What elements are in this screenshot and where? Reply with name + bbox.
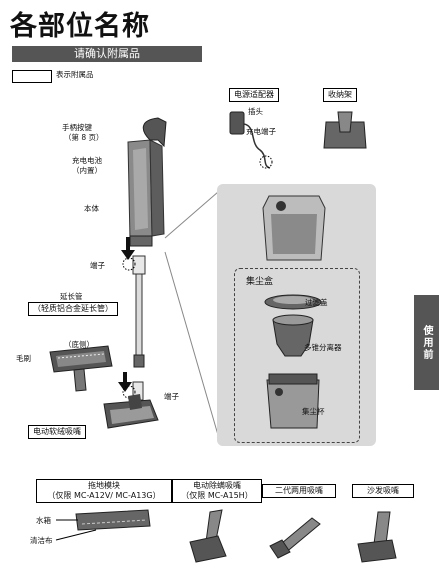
dust-box-label: 集尘盒: [246, 277, 274, 287]
vacuum-body-drawing: [127, 117, 167, 247]
plug-label: 插头: [248, 107, 263, 116]
handle-button-label: 手柄按键: [62, 123, 92, 132]
dust-box-drawing: [262, 195, 326, 429]
mite-nozzle-name: 电动除螨吸嘴: [193, 481, 241, 490]
cup-label: 集尘杯: [302, 407, 325, 416]
cloth-label: 清洁布: [30, 536, 53, 545]
page-title: 各部位名称: [10, 11, 150, 42]
section-tab: 使用前: [414, 295, 439, 390]
mop-module-tag: 拖地模块 （仅限 MC-A12V/ MC-A13G）: [36, 479, 172, 503]
mop-module-note: （仅限 MC-A12V/ MC-A13G）: [47, 491, 161, 500]
filter-cover-label: 过滤盖: [305, 298, 328, 307]
sofa-nozzle-tag: 沙发吸嘴: [352, 484, 414, 498]
legend-text: 表示附属品: [56, 70, 94, 79]
handle-button-page: （第 8 页）: [64, 133, 104, 142]
bottom-side-label: （底侧）: [64, 340, 94, 349]
charge-terminal-label: 充电端子: [246, 127, 276, 136]
terminal-label-1: 端子: [90, 261, 105, 270]
adapter-drawing: [229, 111, 273, 169]
battery-note: （内置）: [72, 166, 102, 175]
stand-tag: 收纳架: [323, 88, 357, 102]
legend-box: [12, 70, 52, 83]
mite-nozzle-note: （仅限 MC-A15H）: [181, 491, 253, 500]
brush-label: 毛刷: [16, 354, 31, 363]
ext-pipe-label: 延长管: [60, 292, 83, 301]
stand-drawing: [323, 111, 367, 149]
dust-box-parts-frame: [234, 268, 360, 443]
water-tank-label: 水箱: [36, 516, 51, 525]
terminal-label-2: 端子: [164, 392, 179, 401]
mop-module-name: 拖地模块: [88, 481, 120, 490]
nozzle-tag: 电动软绒吸嘴: [28, 425, 86, 439]
brush-bottom-drawing: [49, 345, 113, 392]
ext-pipe-note: （轻质铝合金延长管）: [28, 302, 118, 316]
two-way-nozzle-tag: 二代两用吸嘴: [262, 484, 336, 498]
body-label: 本体: [84, 204, 99, 213]
adapter-tag: 电源适配器: [229, 88, 279, 102]
power-nozzle-drawing: [103, 394, 159, 429]
battery-label: 充电电池: [72, 156, 102, 165]
mite-nozzle-tag: 电动除螨吸嘴 （仅限 MC-A15H）: [172, 479, 262, 503]
bottom-accessory-drawing: [55, 509, 397, 563]
separator-label: 多锥分离器: [304, 343, 342, 352]
accessory-banner: 请确认附属品: [12, 46, 202, 62]
